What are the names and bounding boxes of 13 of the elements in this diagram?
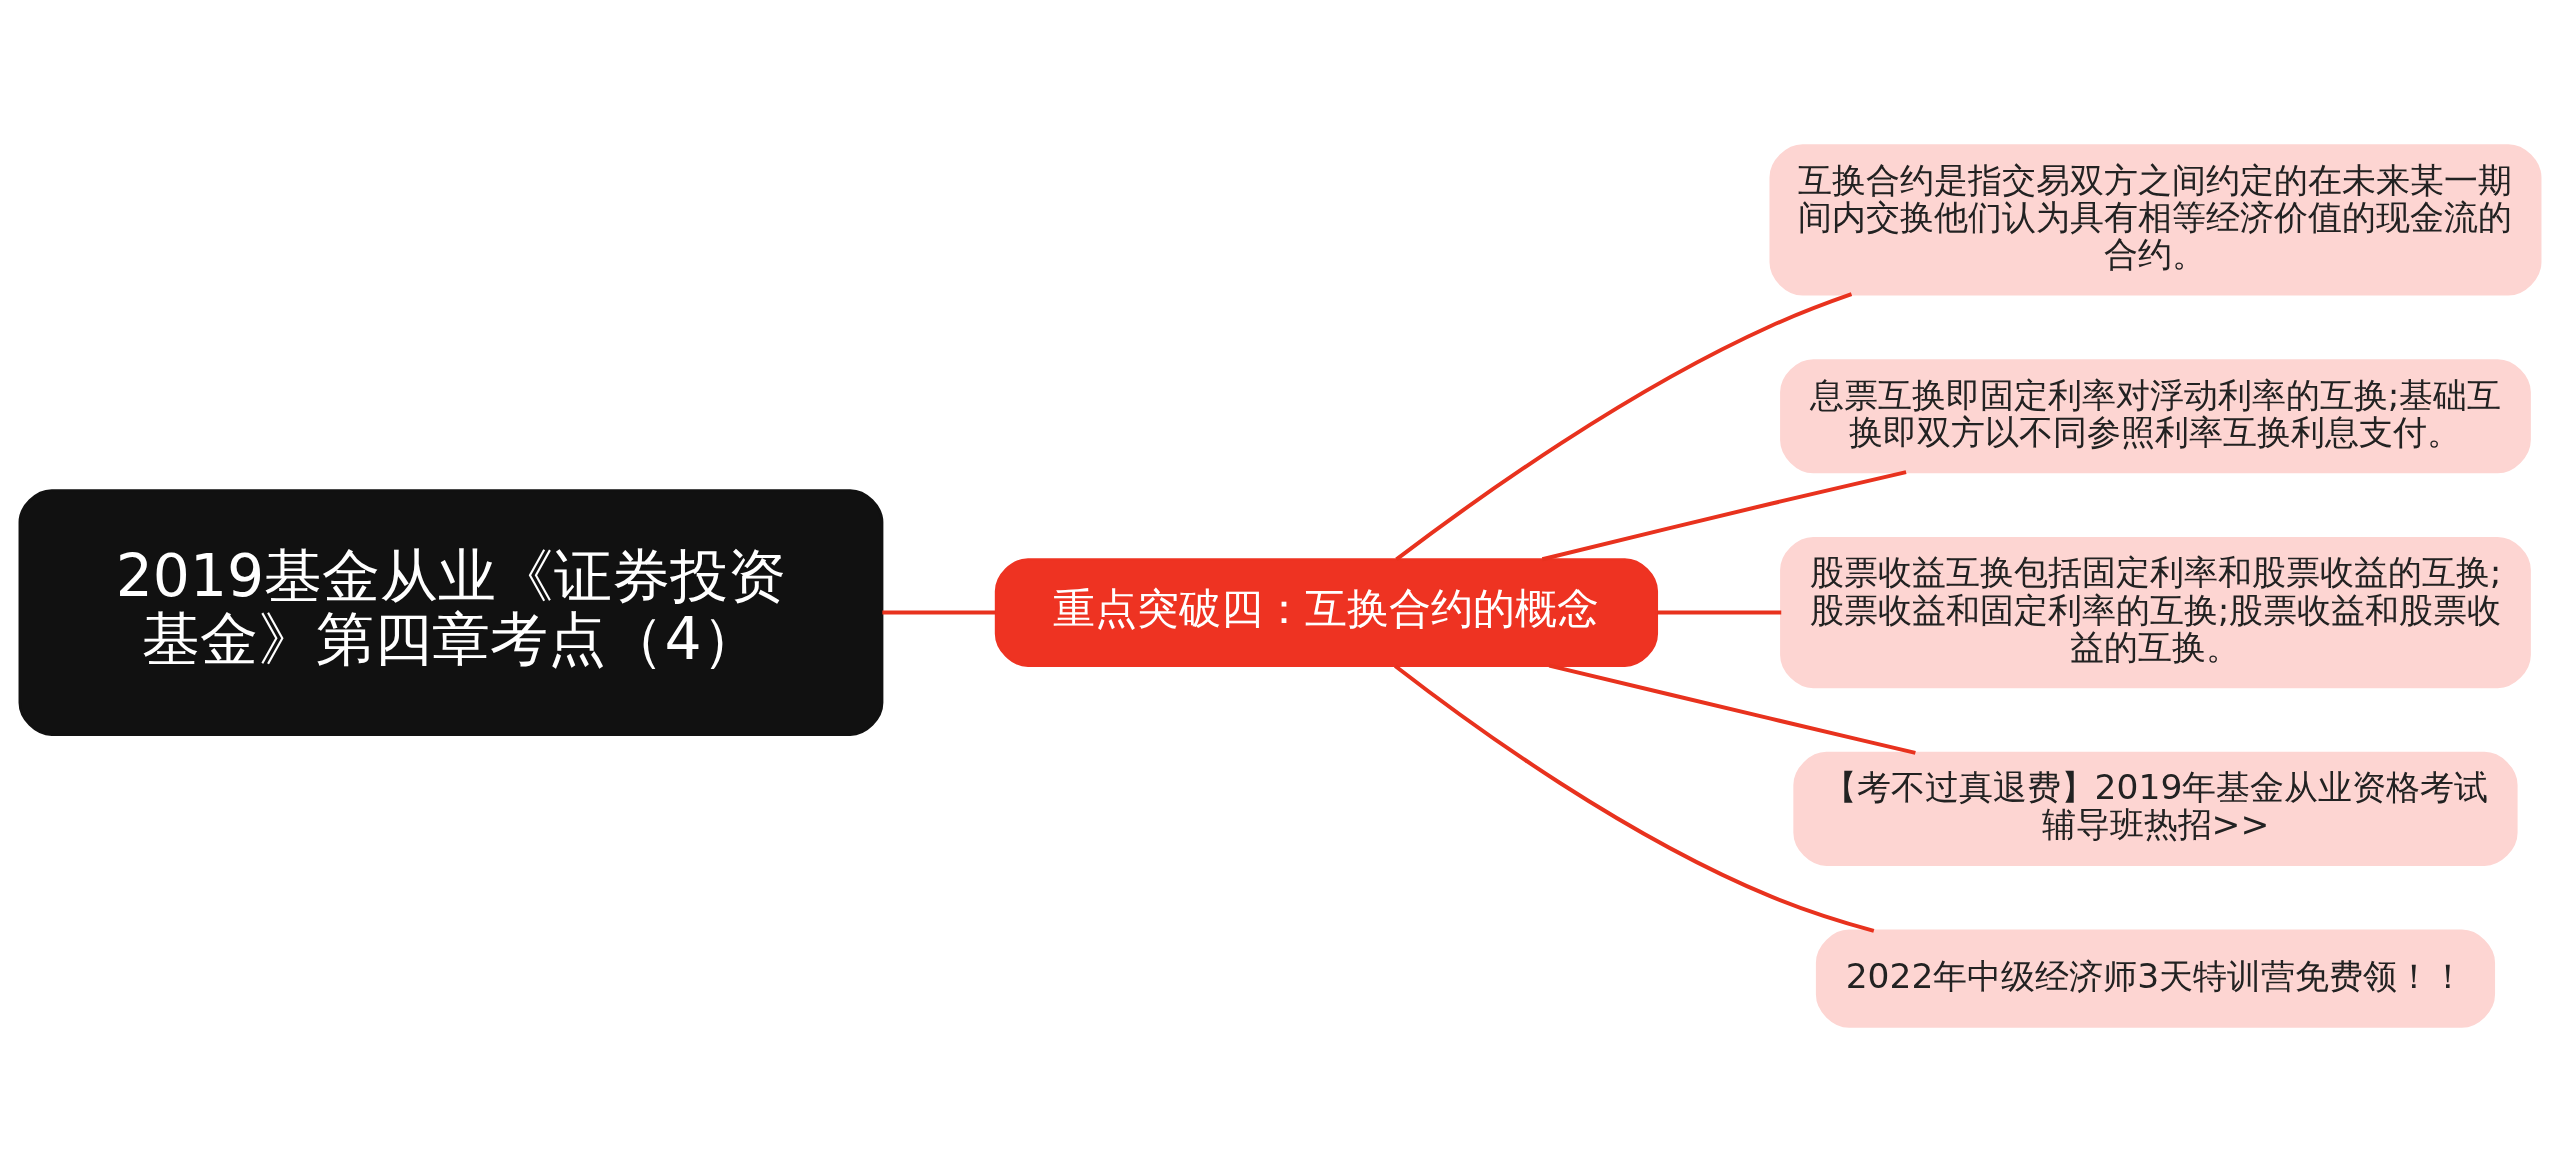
connector <box>1541 469 1907 561</box>
connector <box>1548 663 1916 755</box>
node-box: 【考不过真退费】2019年基金从业资格考试辅导班热招>> <box>1793 751 2518 866</box>
node-box: 息票互换即固定利率对浮动利率的互换;基础互换即双方以不同参照利率互换利息支付。 <box>1780 358 2531 473</box>
node-box: 股票收益互换包括固定利率和股票收益的互换;股票收益和固定利率的互换;股票收益和股票收益的互换。 <box>1780 536 2531 688</box>
connector <box>882 610 996 614</box>
node-box: 2019基金从业《证券投资基金》第四章考点（4） <box>18 488 884 736</box>
node-box: 2022年中级经济师3天特训营免费领！！ <box>1815 929 2496 1028</box>
connector <box>1393 663 1875 933</box>
node-box: 互换合约是指交易双方之间约定的在未来某一期间内交换他们认为具有相等经济价值的现金流的合约。 <box>1769 143 2542 295</box>
connector <box>1395 291 1853 561</box>
connector <box>1657 610 1782 614</box>
node-box: 重点突破四：互换合约的概念 <box>994 557 1659 667</box>
